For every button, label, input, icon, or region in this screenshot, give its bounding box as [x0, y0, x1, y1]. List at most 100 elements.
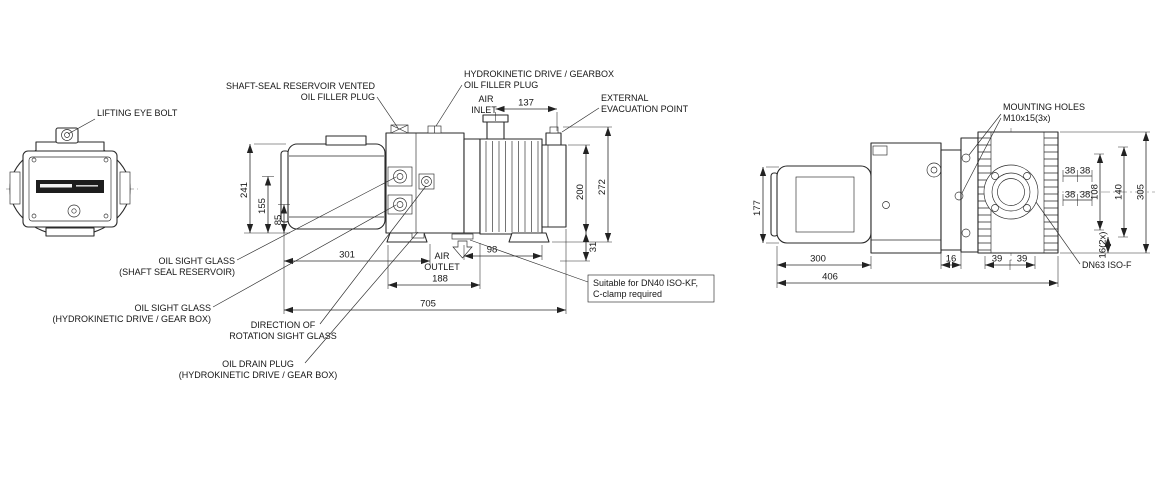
- rear-gearbox-port-inner: [930, 166, 938, 174]
- label-dn40-line2: C-clamp required: [593, 289, 662, 299]
- label-evacuation-line2: EVACUATION POINT: [601, 104, 689, 114]
- leader-dn40: [469, 239, 589, 283]
- sight-glass-hydro: [393, 197, 407, 212]
- coupling-bell: [463, 138, 481, 234]
- label-gearbox-filler-line2: OIL FILLER PLUG: [464, 80, 538, 90]
- screw: [31, 213, 37, 219]
- flange-bolt: [1023, 172, 1031, 180]
- foot-right: [508, 232, 550, 243]
- oil-drain-plug: [411, 232, 425, 239]
- dim-300: 300: [810, 254, 826, 265]
- pump-end-cap: [541, 144, 567, 228]
- front-view: LIFTING EYE BOLT: [6, 108, 178, 237]
- evacuation-valve-cap: [549, 126, 559, 134]
- front-port: [67, 204, 81, 218]
- sight-glass-shaft-inner: [396, 173, 404, 180]
- rear-ext-177: [766, 166, 779, 244]
- dim-177: 177: [752, 200, 763, 216]
- motor-body: [287, 143, 386, 230]
- dn63-flange-mid: [991, 172, 1031, 212]
- air-outlet-flange: [451, 233, 474, 240]
- screw: [103, 157, 109, 163]
- front-base: [45, 227, 95, 237]
- leader-dn63: [1035, 201, 1081, 265]
- leader-gearbox-filler: [435, 84, 463, 127]
- dim-38d: 38: [1080, 190, 1091, 201]
- dn40-note-box: [587, 274, 715, 303]
- rear-gearbox: [870, 142, 942, 254]
- label-sight-shaft-line2: (SHAFT SEAL RESERVOIR): [119, 267, 235, 277]
- front-port-center: [71, 208, 77, 214]
- side-tab-left: [9, 171, 21, 205]
- dim-406: 406: [822, 272, 838, 283]
- nameplate-line: [76, 185, 98, 187]
- screw: [103, 213, 109, 219]
- leader-shaft-seal-filler: [376, 96, 399, 129]
- label-air-outlet-line2: OUTLET: [424, 262, 460, 272]
- dim-137: 137: [518, 98, 534, 109]
- label-air-inlet-line2: INLET: [471, 105, 497, 115]
- rear-view: 177 38 38 38 38 108 140 305 16(2x) 300 1…: [752, 102, 1155, 288]
- label-shaft-seal-line1: SHAFT-SEAL RESERVOIR VENTED: [226, 81, 376, 91]
- label-rotation-line2: ROTATION SIGHT GLASS: [229, 331, 337, 341]
- dim-16: 16: [946, 254, 957, 265]
- pump-cylinder: [479, 138, 543, 235]
- side-view: 241 155 85 137 200 272 31 301 98 188 705…: [52, 69, 715, 380]
- rear-motor-body: [776, 165, 872, 244]
- label-gearbox-filler-line1: HYDROKINETIC DRIVE / GEARBOX: [464, 69, 614, 79]
- dim-16-2x: 16(2x): [1098, 232, 1109, 259]
- dim-38c: 38: [1065, 190, 1076, 201]
- sight-glass-shaft: [393, 169, 407, 184]
- flange-bolt: [991, 172, 999, 180]
- dim-241: 241: [239, 182, 250, 198]
- dim-39b: 39: [1017, 254, 1028, 265]
- dim-98: 98: [487, 245, 498, 256]
- label-air-inlet-line1: AIR: [478, 94, 494, 104]
- motor-contour-lines: [289, 155, 384, 218]
- mounting-hole-2: [954, 191, 964, 201]
- lifting-eye-leader: [67, 118, 96, 135]
- dim-85: 85: [273, 215, 284, 226]
- pump-cooling-fins: [485, 141, 539, 232]
- rear-motor-inner: [795, 176, 855, 233]
- label-evacuation-line1: EXTERNAL: [601, 93, 649, 103]
- flange-bolt: [1023, 204, 1031, 212]
- dim-305: 305: [1136, 184, 1147, 200]
- rear-fins-right: [1044, 137, 1058, 251]
- dim-200: 200: [575, 184, 586, 200]
- label-rotation-line1: DIRECTION OF: [251, 320, 316, 330]
- rear-gearbox-boss: [872, 145, 888, 156]
- label-lifting-eye-bolt: LIFTING EYE BOLT: [97, 108, 178, 118]
- dim-188: 188: [432, 274, 448, 285]
- label-mounting-holes-line2: M10x15(3x): [1003, 113, 1051, 123]
- dim-301: 301: [339, 250, 355, 261]
- dim-272: 272: [597, 179, 608, 195]
- label-shaft-seal-line2: OIL FILLER PLUG: [301, 92, 375, 102]
- label-mounting-holes-line1: MOUNTING HOLES: [1003, 102, 1085, 112]
- eye-bolt-hole: [64, 132, 70, 138]
- vented-plug-hatch: [390, 124, 409, 134]
- ext-lines-right: [552, 126, 612, 262]
- label-sight-hydro-line1: OIL SIGHT GLASS: [134, 303, 211, 313]
- label-sight-shaft-line1: OIL SIGHT GLASS: [158, 256, 235, 266]
- dim-155: 155: [257, 198, 268, 214]
- label-sight-hydro-line2: (HYDROKINETIC DRIVE / GEAR BOX): [52, 314, 211, 324]
- mounting-hole-3: [961, 228, 971, 238]
- rotation-sight-glass-dot: [424, 179, 429, 184]
- leader-evacuation: [561, 107, 600, 133]
- sight-glass-hydro-inner: [396, 201, 404, 208]
- label-dn40-line1: Suitable for DN40 ISO-KF,: [593, 278, 698, 288]
- leader-sight-shaft: [236, 176, 397, 261]
- rear-gearbox-screw: [882, 201, 890, 209]
- screw: [31, 157, 37, 163]
- dim-140: 140: [1114, 184, 1125, 200]
- nameplate-logo: [40, 184, 72, 188]
- rotation-sight-glass: [421, 176, 432, 187]
- leader-sight-hydro: [212, 204, 397, 308]
- label-drain-line1: OIL DRAIN PLUG: [222, 359, 294, 369]
- dim-31: 31: [588, 242, 599, 253]
- sight-glass-shaft-frame: [387, 166, 413, 187]
- label-air-outlet-line1: AIR: [434, 251, 450, 261]
- dn63-flange-bore: [997, 178, 1025, 206]
